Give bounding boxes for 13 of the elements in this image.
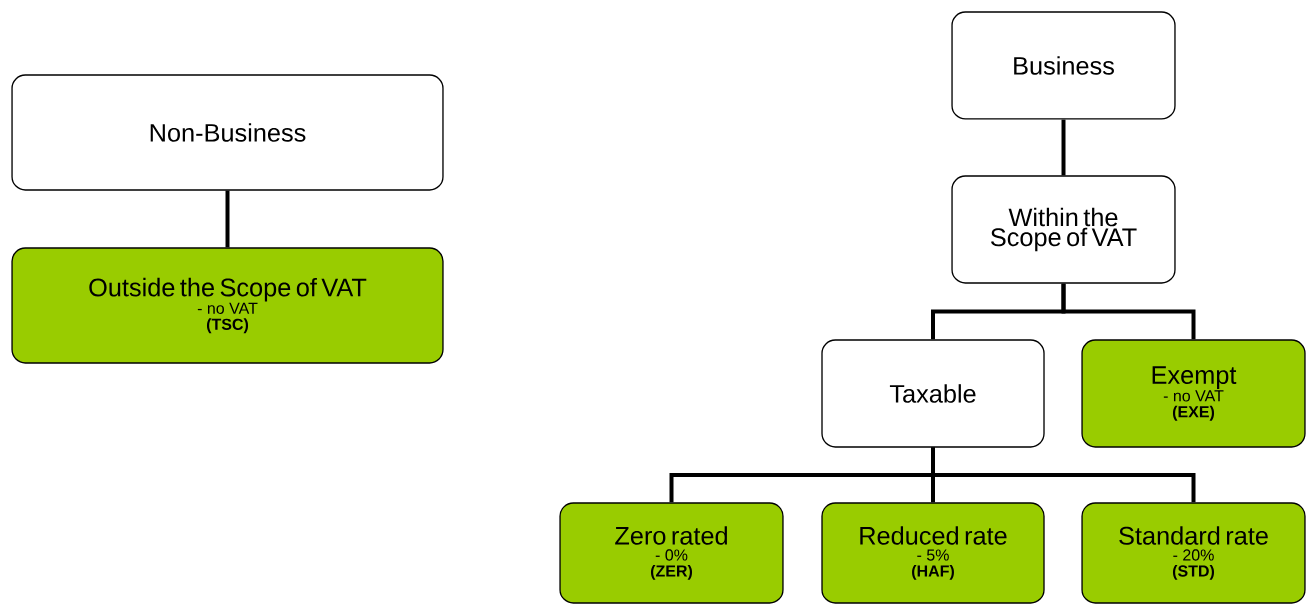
category-box: Reduced rate - 5% (HAF) <box>821 502 1045 604</box>
connector-line <box>931 447 1196 503</box>
group-box: Taxable <box>821 339 1045 448</box>
category-box: Exempt - no VAT (EXE) <box>1081 339 1306 448</box>
connector-line <box>1061 283 1196 340</box>
group-box: Non-Business <box>11 74 444 191</box>
group-box: Within the Scope of VAT <box>951 175 1176 284</box>
group-box: Business <box>951 11 1176 120</box>
category-box: Zero rated - 0% (ZER) <box>559 502 784 604</box>
category-box: Outside the Scope of VAT - no VAT (TSC) <box>11 247 444 364</box>
connector-line <box>225 190 230 248</box>
category-box: Standard rate - 20% (STD) <box>1081 502 1306 604</box>
connector-line <box>1061 119 1066 176</box>
